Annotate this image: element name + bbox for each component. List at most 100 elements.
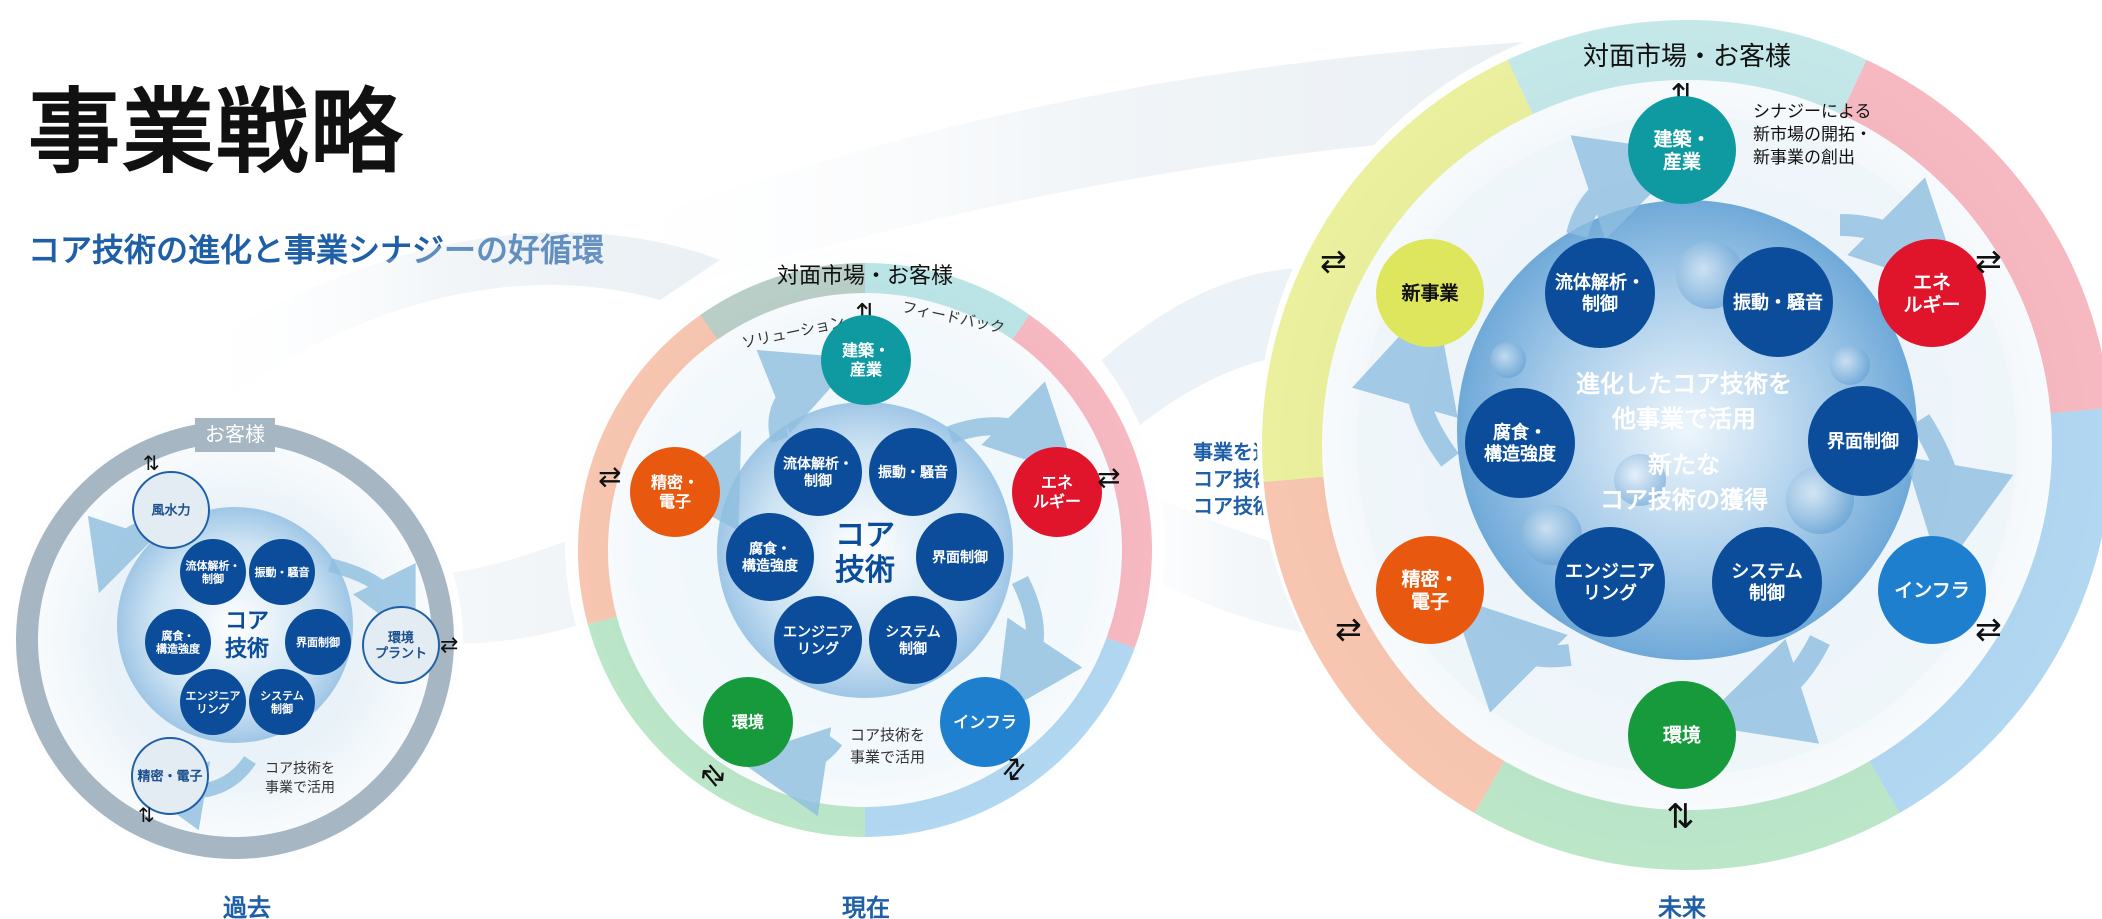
future-ring-red — [1841, 59, 2102, 414]
future-synergy-2: 新市場の開拓・ — [1753, 125, 1872, 145]
present-biz-circle-text: 建築・ — [842, 341, 890, 360]
past-tech-circle: 流体解析・制御 — [180, 539, 246, 605]
future-core-label-4: コア技術の獲得 — [1600, 486, 1768, 514]
future-tech-circle-text: 制御 — [1582, 293, 1618, 315]
future-ring-blue — [1869, 408, 2102, 814]
present-market-label: 対面市場・お客様 — [777, 264, 953, 289]
present-tech-circle-text: リング — [797, 640, 839, 657]
past-note-1: コア技術を — [265, 761, 335, 777]
bubble — [1490, 342, 1526, 378]
future-core-label-3: 新たな — [1648, 451, 1720, 479]
present-tech-circle-text: システム — [885, 625, 941, 641]
present-tech-circle-text: 制御 — [804, 472, 832, 489]
past-tech-circle: 腐食・構造強度 — [145, 609, 211, 675]
future-tech-circle-text: 振動・騒音 — [1733, 291, 1823, 313]
present-label: 現在 — [842, 894, 890, 919]
past-tech-circle-text: エンジニア — [186, 689, 241, 702]
present-biz-circle: 建築・産業 — [821, 315, 911, 405]
page-title: 事業戦略 — [28, 79, 405, 186]
past-tech-circle-text: 流体解析・ — [186, 558, 241, 572]
future-ring-teal — [1507, 20, 1867, 115]
present-note-2: 事業で活用 — [850, 748, 925, 766]
present-ring-red — [1012, 314, 1152, 649]
past-tech-circle: 界面制御 — [285, 609, 351, 675]
bubble — [1830, 345, 1870, 385]
future-biz-circle: 環境 — [1628, 681, 1736, 789]
future-ring-orange — [1263, 476, 1505, 814]
future-biz-circle-text: ルギー — [1903, 294, 1960, 316]
past-tech-circle-text: 制御 — [202, 571, 224, 585]
past-biz-circle-text: 精密・電子 — [137, 769, 202, 785]
past-tech-circle-text: 界面制御 — [296, 635, 340, 649]
present-ring-orange2 — [578, 406, 643, 625]
present-tech-circle-text: 界面制御 — [932, 549, 988, 566]
future-tech-circle-text: 構造強度 — [1484, 443, 1557, 465]
past-biz-circle-text: 風水力 — [151, 503, 190, 519]
present-tech-circle-text: 腐食・ — [749, 541, 791, 558]
present-stage: 対面市場・お客様 ⇅ ソリューション フィードバック 流体解析・制御振動・騒音界… — [565, 245, 1165, 919]
future-biz-circle: 精密・電子 — [1376, 536, 1484, 644]
present-biz-circle-text: 環境 — [732, 713, 764, 732]
future-biz-circle-text: インフラ — [1894, 580, 1969, 602]
present-core-label-2: 技術 — [835, 553, 895, 588]
present-biz-circle-text: 精密・ — [651, 473, 699, 492]
future-label: 未来 — [1658, 894, 1707, 919]
past-core-label-1: コア — [225, 609, 269, 634]
past-core-label-2: 技術 — [225, 636, 269, 662]
past-biz-circle-text: 環境 — [388, 630, 414, 646]
present-biz-circle-text: ルギー — [1033, 492, 1081, 511]
future-tech-circle-text: システム — [1731, 562, 1802, 583]
past-exchange-icon-1: ⇅ — [143, 451, 160, 475]
future-market-label: 対面市場・お客様 — [1583, 42, 1791, 72]
present-tech-circle: 振動・騒音 — [869, 428, 957, 516]
present-tech-circle-text: 流体解析・ — [783, 456, 853, 473]
past-tech-circle-text: 構造強度 — [156, 641, 201, 655]
future-core-label-2: 他事業で活用 — [1611, 405, 1756, 433]
present-biz-circle: インフラ — [940, 677, 1030, 767]
future-tech-circle-text: 流体解析・ — [1555, 272, 1645, 294]
future-biz-circle-text: 電子 — [1411, 591, 1449, 613]
future-biz-circle: インフラ — [1878, 536, 1986, 644]
future-tech-circle: 界面制御 — [1808, 386, 1918, 496]
future-synergy-3: 新事業の創出 — [1753, 148, 1855, 168]
future-ring-green — [1474, 760, 1900, 870]
future-biz-circle-text: 精密・ — [1401, 567, 1458, 590]
future-exchange-icon-4: ⇄ — [1975, 610, 2002, 648]
present-biz-circle: 環境 — [703, 677, 793, 767]
past-tech-circle-text: システム — [260, 689, 304, 702]
future-tech-circle-text: 腐食・ — [1493, 422, 1547, 444]
future-stage: 対面市場・お客様 ⇅ シナジーによる 新市場の開拓・ 新事業の創出 流体解析・制… — [1257, 10, 2102, 919]
present-note-1: コア技術を — [850, 726, 925, 744]
past-ring-label: お客様 — [205, 422, 265, 446]
future-exchange-icon-1: ⇄ — [1320, 242, 1347, 280]
past-stage: お客様 流体解析・制御振動・騒音界面制御システム制御エンジニアリング腐食・構造強… — [7, 412, 463, 919]
present-biz-circle-text: インフラ — [953, 713, 1017, 732]
present-biz-circle-text: 産業 — [850, 360, 883, 379]
future-tech-circle-text: エンジニア — [1565, 562, 1655, 583]
future-exchange-icon-2: ⇄ — [1975, 242, 2002, 280]
past-exchange-icon-2: ⇄ — [440, 633, 458, 658]
present-tech-circle-text: エンジニア — [783, 625, 853, 641]
past-biz-circle: 風水力 — [132, 471, 210, 549]
past-note-2: 事業で活用 — [265, 780, 335, 796]
future-tech-circle-text: 制御 — [1749, 582, 1785, 604]
future-biz-circle-text: 建築・ — [1653, 127, 1710, 150]
present-exchange-icon-1: ⇄ — [598, 460, 621, 493]
present-tech-circle: 界面制御 — [916, 513, 1004, 601]
future-tech-circle: 流体解析・制御 — [1545, 238, 1655, 348]
present-exchange-icon-2: ⇄ — [1097, 461, 1120, 494]
present-tech-circle: 流体解析・制御 — [774, 428, 862, 516]
past-tech-circle-text: 制御 — [271, 701, 293, 715]
present-biz-circle-text: エネ — [1041, 473, 1073, 492]
present-ring-blue — [864, 637, 1135, 837]
future-core-label-1: 進化したコア技術を — [1576, 370, 1792, 398]
future-exchange-icon-3: ⇄ — [1335, 610, 1362, 648]
